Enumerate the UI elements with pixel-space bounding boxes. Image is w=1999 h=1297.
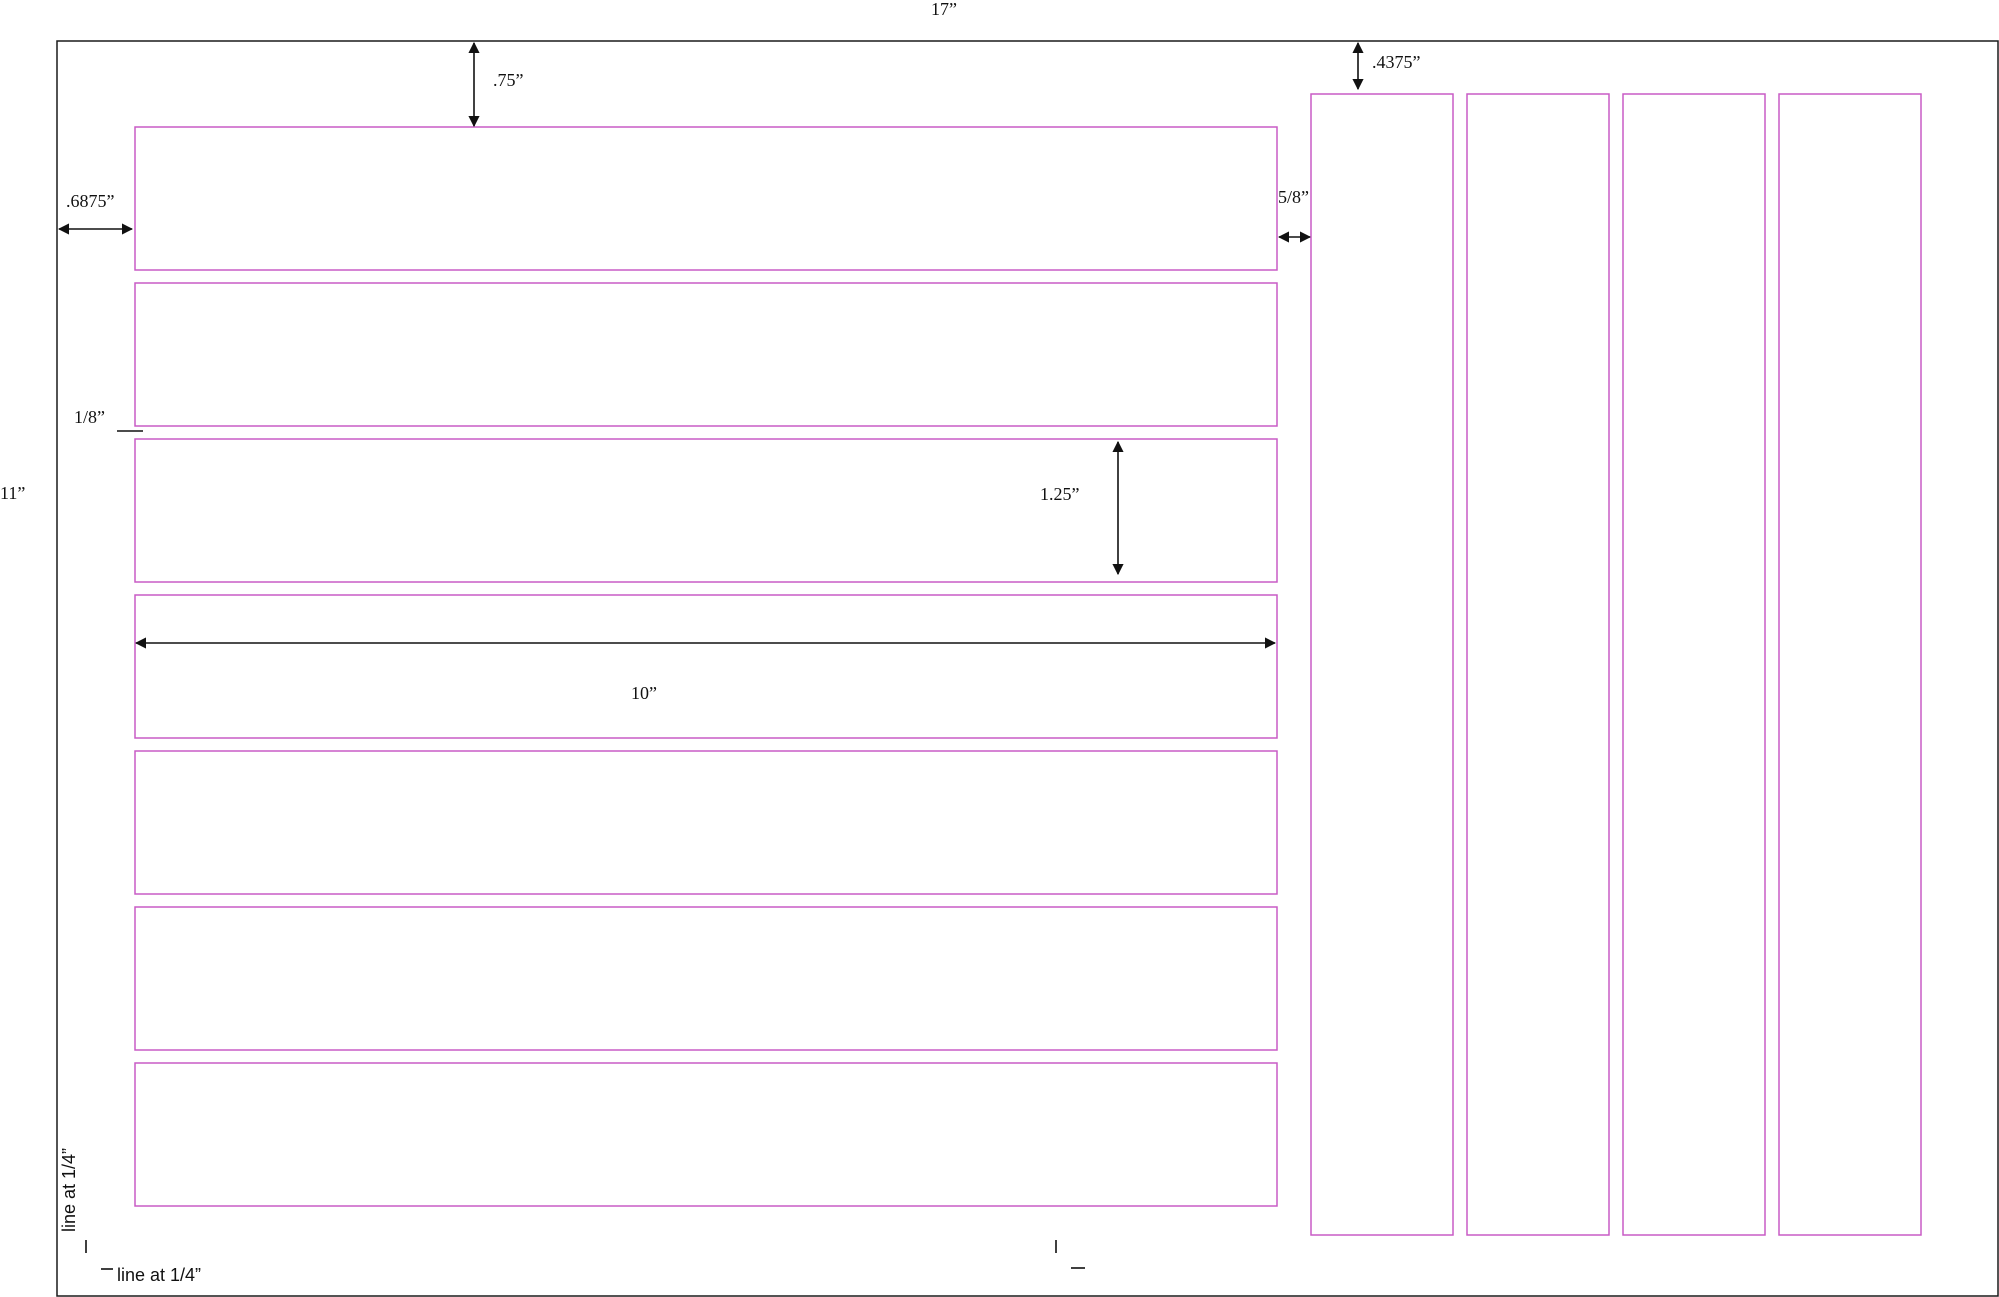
- bottom-guide-label: line at 1/4”: [117, 1265, 201, 1285]
- sheet-height-label: 11”: [0, 483, 25, 503]
- horizontal-panel-2: [134, 282, 1278, 427]
- panel-height-label: 1.25”: [1040, 484, 1080, 504]
- horizontal-panel-6: [134, 906, 1278, 1051]
- vertical-panel-2: [1466, 93, 1610, 1236]
- vertical-panel-3: [1622, 93, 1766, 1236]
- vertical-panel-4: [1778, 93, 1922, 1236]
- right-top-margin-label: .4375”: [1372, 52, 1421, 72]
- top-margin-label: .75”: [493, 70, 524, 90]
- horizontal-panel-5: [134, 750, 1278, 895]
- horizontal-panel-3: [134, 438, 1278, 583]
- panel-width-label: 10”: [631, 683, 657, 703]
- left-margin-label: .6875”: [66, 191, 115, 211]
- horizontal-panels: [134, 126, 1278, 1207]
- sheet-border: [56, 40, 1999, 1297]
- horizontal-panel-1: [134, 126, 1278, 271]
- row-gap-label: 1/8”: [74, 407, 105, 427]
- horizontal-panel-7: [134, 1062, 1278, 1207]
- column-gap-label: 5/8”: [1278, 187, 1309, 207]
- sheet-width-label: 17”: [931, 0, 957, 19]
- horizontal-panel-4: [134, 594, 1278, 739]
- vertical-panel-1: [1310, 93, 1454, 1236]
- left-guide-label: line at 1/4”: [59, 1148, 79, 1232]
- vertical-panels: [1310, 93, 1922, 1236]
